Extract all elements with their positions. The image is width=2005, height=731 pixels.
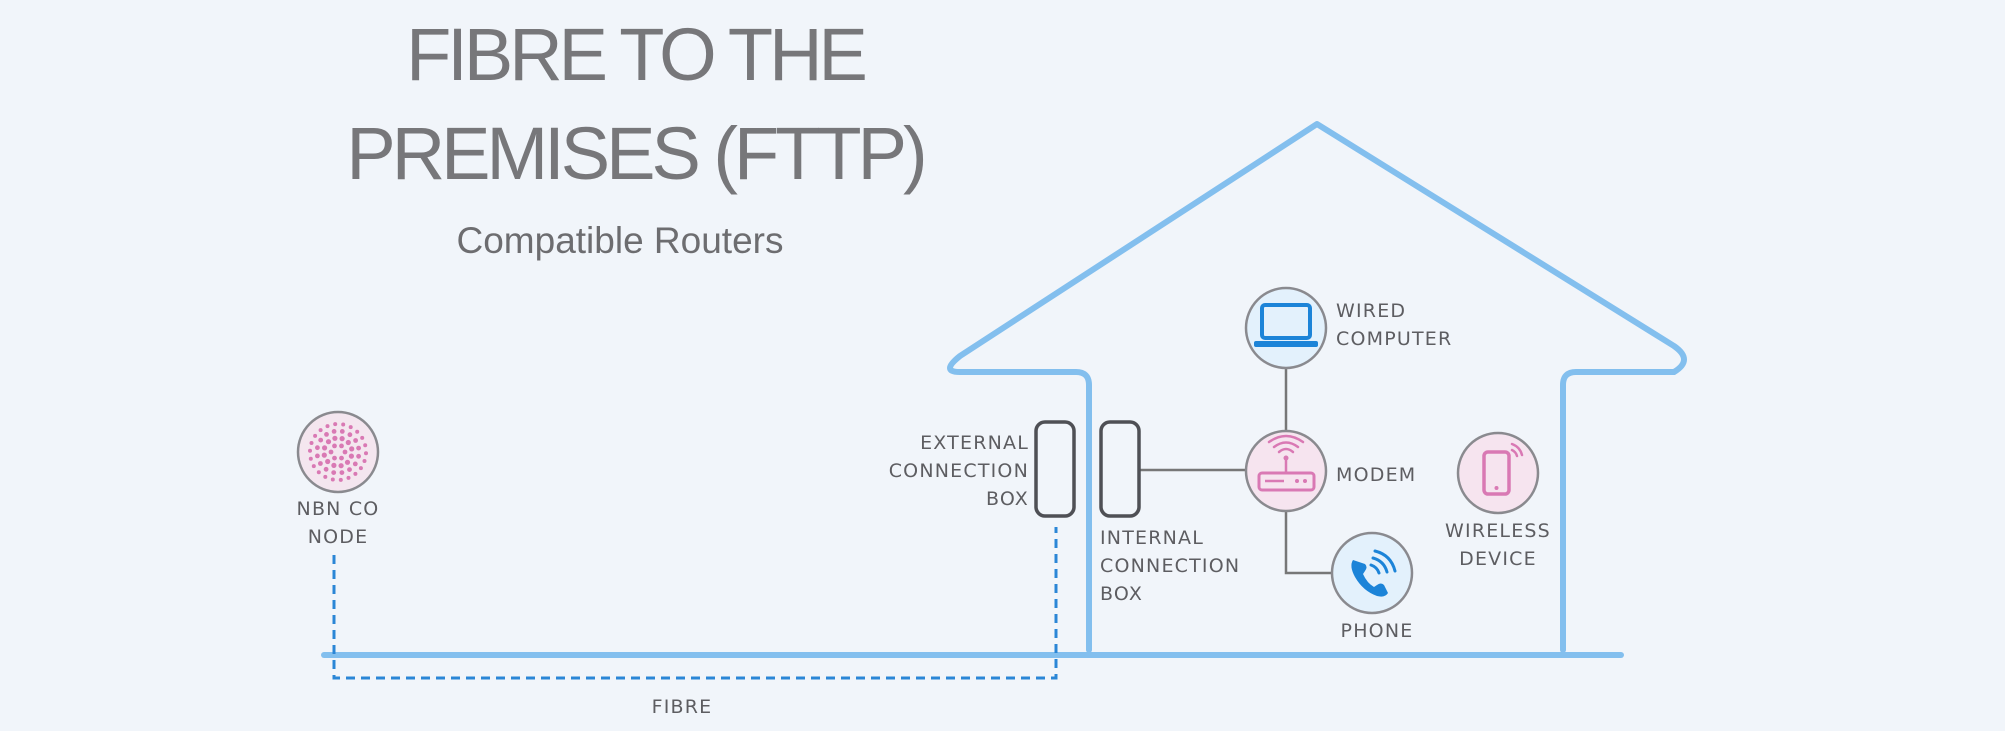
nbn-node-dot: [313, 433, 318, 438]
nbn-node-dot: [341, 422, 346, 427]
nbn-node-dot: [347, 432, 353, 438]
nbn-node-label: NBN CO NODE: [296, 498, 380, 548]
nbn-node-dot: [356, 445, 361, 451]
nbn-node-dot: [325, 439, 332, 445]
nbn-node-dot: [315, 453, 320, 459]
nbn-node-dot: [333, 422, 338, 427]
modem-label: MODEM: [1336, 464, 1417, 486]
nbn-node-dot: [325, 458, 331, 465]
internal-connection-box: [1099, 420, 1141, 518]
nbn-node-dot: [339, 443, 344, 449]
nbn-node-dot: [353, 471, 358, 476]
nbn-node-dot: [353, 438, 358, 443]
page-title-line-2: PREMISES (FTTP): [346, 112, 927, 195]
nbn-node-dot: [331, 470, 337, 475]
nbn-node-dot: [339, 470, 345, 475]
nbn-node-dot: [318, 437, 324, 443]
nbn-node-dot: [332, 455, 337, 461]
house-outline: [947, 121, 1687, 653]
nbn-node-dot: [318, 428, 323, 433]
nbn-node-dot: [330, 477, 335, 482]
nbn-node-dot: [348, 425, 353, 430]
phone-label: PHONE: [1340, 620, 1414, 642]
nbn-node-dot: [332, 443, 337, 449]
phone-icon: [1330, 531, 1414, 615]
nbn-node-dot: [339, 436, 345, 442]
laptop-icon: [1244, 286, 1328, 370]
nbn-node-dot: [308, 448, 312, 453]
nbn-node-dot: [338, 463, 344, 469]
wired-computer-label: WIRED COMPUTER: [1336, 300, 1453, 350]
modem-router-icon: [1244, 429, 1328, 513]
nbn-node-dot: [331, 429, 337, 434]
page-subtitle: Compatible Routers: [456, 220, 784, 261]
smartphone-icon: [1456, 431, 1540, 515]
internal-box-label: INTERNAL CONNECTION BOX: [1100, 527, 1241, 605]
page-title-line-1: FIBRE TO THE: [406, 13, 868, 96]
external-box-label: EXTERNAL CONNECTION BOX: [888, 432, 1029, 510]
fibre-label: FIBRE: [651, 696, 713, 718]
nbn-node-icon: [296, 410, 380, 494]
nbn-node-dot: [322, 445, 328, 451]
nbn-node-dot: [311, 464, 316, 469]
nbn-node-dot: [328, 449, 334, 455]
nbn-node-dot: [355, 429, 360, 434]
nbn-node-dot: [318, 461, 323, 466]
nbn-node-dot: [321, 452, 327, 458]
nbn-node-dot: [360, 435, 365, 440]
nbn-node-dot: [339, 455, 344, 461]
nbn-node-dot: [363, 443, 368, 448]
nbn-node-dot: [324, 432, 329, 437]
external-connection-box: [1034, 420, 1076, 518]
nbn-node-dot: [352, 461, 358, 467]
nbn-node-dot: [331, 462, 337, 468]
nbn-node-dot: [356, 453, 361, 459]
nbn-node-dot: [348, 453, 354, 459]
nbn-node-dot: [345, 439, 351, 446]
nbn-node-dot: [309, 441, 314, 445]
nbn-node-dot: [325, 424, 330, 429]
nbn-node-dot: [339, 429, 345, 434]
nbn-node-dot: [308, 456, 313, 461]
nbn-node-dot: [342, 449, 348, 455]
wireless-device-label: WIRELESS DEVICE: [1445, 520, 1551, 570]
nbn-node-dot: [364, 451, 368, 456]
network-connectors: [1139, 368, 1332, 575]
nbn-node-dot: [358, 466, 363, 471]
nbn-node-dot: [315, 445, 320, 451]
nbn-node-dot: [346, 475, 351, 480]
nbn-node-dot: [323, 474, 328, 479]
nbn-node-dot: [362, 459, 367, 463]
nbn-node-dot: [323, 466, 329, 472]
nbn-node-dot: [344, 459, 351, 465]
nbn-node-dot: [338, 477, 343, 482]
nbn-node-dot: [349, 446, 355, 452]
nbn-node-dot: [332, 435, 338, 441]
fibre-dashed-line: [332, 527, 1058, 680]
nbn-node-dot: [347, 467, 352, 472]
nbn-node-dot: [316, 470, 321, 475]
